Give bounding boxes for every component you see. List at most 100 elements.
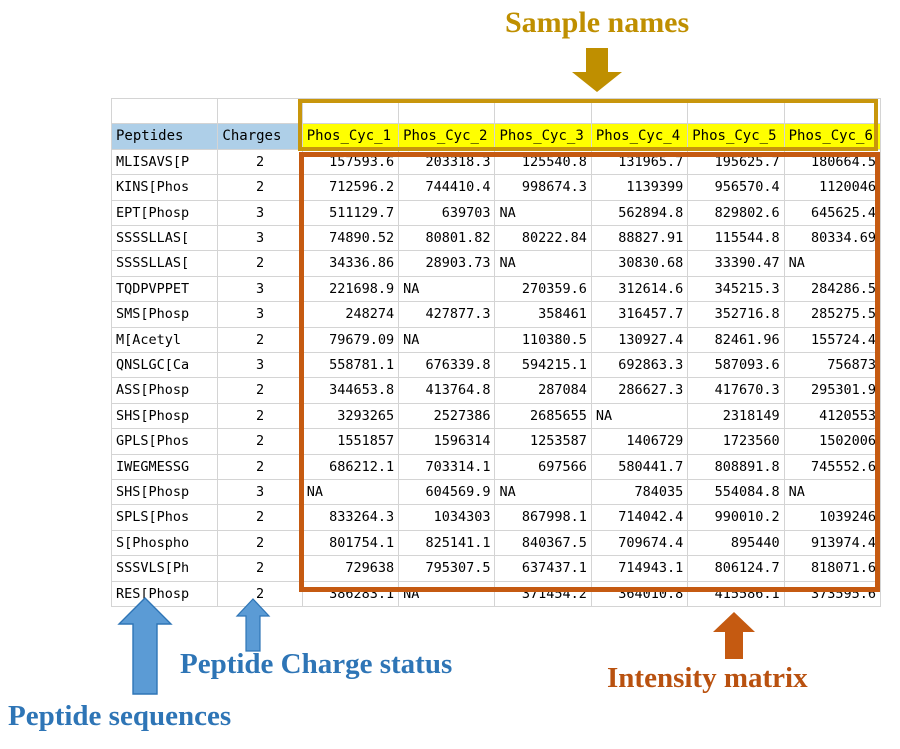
intensity-cell[interactable]: 956570.4 — [687, 174, 785, 201]
intensity-cell[interactable]: NA — [494, 479, 592, 506]
charge-cell[interactable]: 2 — [217, 250, 303, 277]
intensity-cell[interactable]: 344653.8 — [301, 377, 400, 404]
intensity-cell[interactable]: 413764.8 — [398, 377, 496, 404]
intensity-cell[interactable]: 287084 — [494, 377, 592, 404]
intensity-cell[interactable]: 74890.52 — [301, 225, 400, 252]
intensity-cell[interactable]: 806124.7 — [687, 555, 785, 582]
peptide-sequence-cell[interactable]: SHS[Phosp — [110, 402, 219, 430]
intensity-cell[interactable]: 895440 — [687, 529, 785, 557]
intensity-cell[interactable]: 131965.7 — [590, 148, 689, 176]
intensity-cell[interactable]: 30830.68 — [590, 250, 689, 277]
peptide-sequence-cell[interactable]: SMS[Phosp — [110, 301, 219, 328]
intensity-cell[interactable]: 3293265 — [301, 402, 400, 430]
charge-cell[interactable]: 2 — [217, 428, 303, 455]
intensity-cell[interactable]: 1551857 — [301, 428, 400, 455]
intensity-cell[interactable]: 818071.6 — [783, 555, 882, 582]
intensity-cell[interactable]: NA — [494, 250, 592, 277]
intensity-cell[interactable]: 833264.3 — [301, 504, 400, 531]
column-header-peptides[interactable]: Peptides — [110, 123, 219, 150]
intensity-cell[interactable]: 825141.1 — [398, 529, 496, 557]
intensity-cell[interactable]: 4120553 — [783, 402, 882, 430]
intensity-cell[interactable]: 808891.8 — [687, 453, 785, 481]
intensity-cell[interactable]: 1406729 — [590, 428, 689, 455]
intensity-cell[interactable]: 248274 — [301, 301, 400, 328]
intensity-cell[interactable]: 745552.6 — [783, 453, 882, 481]
intensity-cell[interactable]: 364010.8 — [590, 580, 689, 608]
column-header-sample-3[interactable]: Phos_Cyc_3 — [494, 123, 592, 150]
peptide-sequence-cell[interactable]: M[Acetyl — [110, 326, 219, 354]
intensity-cell[interactable]: 645625.4 — [783, 199, 882, 227]
intensity-cell[interactable]: 203318.3 — [398, 148, 496, 176]
intensity-cell[interactable]: 744410.4 — [398, 174, 496, 201]
intensity-cell[interactable]: 157593.6 — [301, 148, 400, 176]
charge-cell[interactable]: 3 — [217, 479, 303, 506]
intensity-cell[interactable]: 358461 — [494, 301, 592, 328]
intensity-cell[interactable]: NA — [301, 479, 400, 506]
intensity-cell[interactable]: 1502006 — [783, 428, 882, 455]
intensity-cell[interactable]: 580441.7 — [590, 453, 689, 481]
intensity-cell[interactable]: 2685655 — [494, 402, 592, 430]
charge-cell[interactable]: 3 — [217, 275, 303, 303]
charge-cell[interactable]: 2 — [217, 377, 303, 404]
intensity-cell[interactable]: NA — [783, 250, 882, 277]
intensity-cell[interactable]: 998674.3 — [494, 174, 592, 201]
column-header-sample-4[interactable]: Phos_Cyc_4 — [590, 123, 689, 150]
column-header-sample-2[interactable]: Phos_Cyc_2 — [398, 123, 496, 150]
intensity-cell[interactable]: 1034303 — [398, 504, 496, 531]
intensity-cell[interactable]: 80801.82 — [398, 225, 496, 252]
intensity-cell[interactable]: 386283.1 — [301, 580, 400, 608]
intensity-cell[interactable]: 352716.8 — [687, 301, 785, 328]
intensity-cell[interactable]: 1596314 — [398, 428, 496, 455]
intensity-cell[interactable]: 801754.1 — [301, 529, 400, 557]
intensity-cell[interactable]: 195625.7 — [687, 148, 785, 176]
intensity-cell[interactable]: 371454.2 — [494, 580, 592, 608]
intensity-cell[interactable]: 1723560 — [687, 428, 785, 455]
intensity-cell[interactable]: 558781.1 — [301, 352, 400, 379]
peptide-sequence-cell[interactable]: SHS[Phosp — [110, 479, 219, 506]
charge-cell[interactable]: 2 — [217, 148, 303, 176]
intensity-cell[interactable]: 34336.86 — [301, 250, 400, 277]
intensity-cell[interactable]: 82461.96 — [687, 326, 785, 354]
intensity-cell[interactable]: 1253587 — [494, 428, 592, 455]
intensity-cell[interactable]: 686212.1 — [301, 453, 400, 481]
intensity-cell[interactable]: 80222.84 — [494, 225, 592, 252]
peptide-sequence-cell[interactable]: S[Phospho — [110, 529, 219, 557]
intensity-cell[interactable]: 840367.5 — [494, 529, 592, 557]
intensity-cell[interactable]: 913974.4 — [783, 529, 882, 557]
peptide-sequence-cell[interactable]: EPT[Phosp — [110, 199, 219, 227]
charge-cell[interactable]: 2 — [217, 453, 303, 481]
peptide-sequence-cell[interactable]: IWEGMESSG — [110, 453, 219, 481]
intensity-cell[interactable]: 692863.3 — [590, 352, 689, 379]
intensity-cell[interactable]: 415586.1 — [687, 580, 785, 608]
peptide-sequence-cell[interactable]: KINS[Phos — [110, 174, 219, 201]
intensity-cell[interactable]: NA — [783, 479, 882, 506]
peptide-sequence-cell[interactable]: SSSVLS[Ph — [110, 555, 219, 582]
intensity-cell[interactable]: 345215.3 — [687, 275, 785, 303]
charge-cell[interactable]: 3 — [217, 352, 303, 379]
intensity-cell[interactable]: 285275.5 — [783, 301, 882, 328]
charge-cell[interactable]: 2 — [217, 174, 303, 201]
peptide-intensity-spreadsheet[interactable]: Peptides Charges Phos_Cyc_1 Phos_Cyc_2 P… — [110, 97, 882, 608]
intensity-cell[interactable]: NA — [398, 580, 496, 608]
intensity-cell[interactable]: 784035 — [590, 479, 689, 506]
intensity-cell[interactable]: 155724.4 — [783, 326, 882, 354]
intensity-cell[interactable]: 756873 — [783, 352, 882, 379]
intensity-cell[interactable]: 1139399 — [590, 174, 689, 201]
intensity-cell[interactable]: 697566 — [494, 453, 592, 481]
peptide-sequence-cell[interactable]: GPLS[Phos — [110, 428, 219, 455]
intensity-cell[interactable]: 284286.5 — [783, 275, 882, 303]
charge-cell[interactable]: 2 — [217, 402, 303, 430]
intensity-cell[interactable]: NA — [494, 199, 592, 227]
column-header-sample-1[interactable]: Phos_Cyc_1 — [301, 123, 400, 150]
intensity-cell[interactable]: 295301.9 — [783, 377, 882, 404]
column-header-sample-5[interactable]: Phos_Cyc_5 — [687, 123, 785, 150]
intensity-cell[interactable]: 554084.8 — [687, 479, 785, 506]
charge-cell[interactable]: 2 — [217, 580, 303, 608]
peptide-sequence-cell[interactable]: SPLS[Phos — [110, 504, 219, 531]
intensity-cell[interactable]: 511129.7 — [301, 199, 400, 227]
intensity-cell[interactable]: 712596.2 — [301, 174, 400, 201]
peptide-sequence-cell[interactable]: QNSLGC[Ca — [110, 352, 219, 379]
intensity-cell[interactable]: 427877.3 — [398, 301, 496, 328]
intensity-cell[interactable]: 33390.47 — [687, 250, 785, 277]
intensity-cell[interactable]: 110380.5 — [494, 326, 592, 354]
